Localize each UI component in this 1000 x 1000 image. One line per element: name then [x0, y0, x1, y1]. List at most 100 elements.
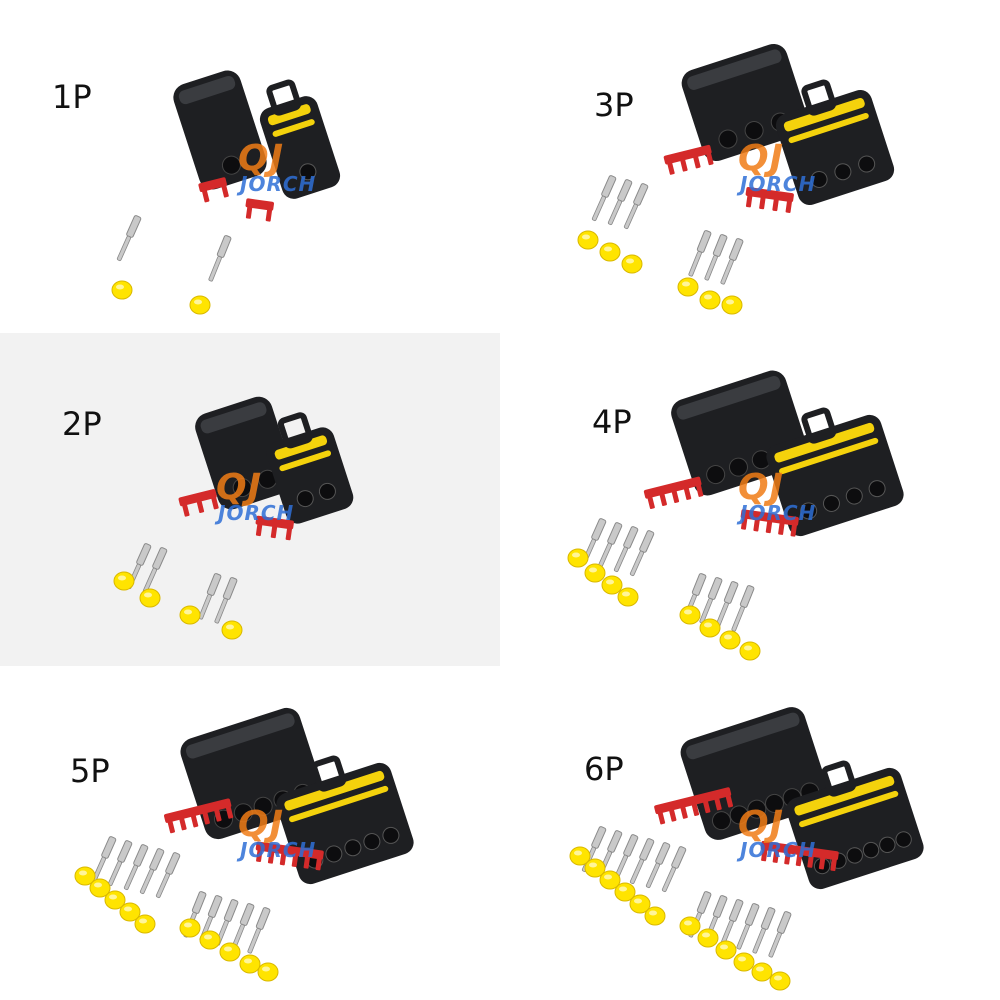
female-seal-ring [779, 437, 879, 475]
terminal-crimp [591, 518, 607, 541]
seal-cap-shine [118, 575, 126, 581]
secondary-lock-tooth [679, 804, 688, 819]
seal-cap-body [617, 587, 639, 607]
terminal-crimp [591, 826, 607, 849]
seal-cap [751, 962, 773, 982]
secondary-lock-tooth [255, 521, 263, 537]
secondary-lock-tooth [679, 157, 688, 172]
seal-cap-shine [682, 281, 690, 287]
seal-cap-body [679, 916, 701, 936]
terminal-crimp [222, 577, 238, 600]
seal-cap [139, 588, 161, 608]
female-pin-cavity [363, 833, 381, 851]
terminal-contact [597, 542, 612, 569]
terminal-crimp [712, 234, 728, 257]
secondary-lock-tooth [196, 498, 205, 513]
female-latch [311, 755, 347, 792]
secondary-lock-tooth [790, 522, 798, 537]
female-pin-cavity [834, 163, 852, 181]
female-seal-ring [267, 104, 311, 126]
terminal-pin [123, 844, 149, 891]
terminal-pin [107, 840, 133, 887]
terminal-pin [139, 848, 165, 895]
pin-count-label: 3P [594, 86, 634, 124]
secondary-lock-tooth [785, 198, 793, 213]
secondary-lock-tooth [741, 515, 748, 530]
female-seal-ring [799, 790, 899, 828]
seal-cap-shine [224, 946, 232, 952]
seal-cap [614, 882, 636, 902]
terminal-crimp [760, 907, 776, 930]
seal-cap [134, 914, 156, 934]
female-pin-cavity [862, 841, 880, 859]
secondary-lock [663, 144, 714, 175]
terminal-pin [198, 573, 222, 620]
seal-cap [679, 605, 701, 625]
terminal-pin [645, 842, 671, 889]
terminal-contact [116, 235, 131, 262]
female-pin-cavity [296, 490, 314, 508]
terminal-pin [629, 838, 655, 885]
seal-cap-body [221, 620, 243, 640]
secondary-lock-bar [643, 476, 702, 499]
seal-cap [89, 878, 111, 898]
terminal-pin [607, 179, 633, 226]
seal-cap [599, 242, 621, 262]
terminal-contact [107, 860, 122, 887]
terminal-crimp [165, 852, 181, 875]
watermark-text: JORCH [240, 838, 317, 862]
seal-cap-shine [116, 284, 124, 290]
watermark-logo: QJ [216, 467, 262, 508]
secondary-lock-tooth [659, 491, 667, 506]
panel-4p: 4P QJ JORCH [500, 333, 1000, 666]
watermark: QJ JORCH [738, 467, 816, 525]
male-pin-cavity [718, 129, 738, 149]
secondary-lock-tooth [683, 485, 692, 500]
seal-cap [584, 563, 606, 583]
terminal-crimp [223, 899, 239, 922]
seal-cap-body [139, 588, 161, 608]
seal-cap-body [189, 295, 211, 315]
female-pin-cavity [382, 826, 400, 844]
terminal-contact [704, 255, 718, 281]
secondary-lock-tooth [765, 518, 773, 534]
connector-photo [567, 370, 904, 661]
seal-cap-shine [79, 870, 87, 876]
terminal-crimp [707, 577, 723, 600]
secondary-lock-tooth [267, 849, 275, 864]
female-latch [277, 412, 313, 449]
seal-cap-shine [702, 932, 710, 938]
seal-cap-shine [124, 906, 132, 912]
secondary-lock-tooth [745, 193, 753, 208]
seal-cap-shine [684, 920, 692, 926]
seal-cap [629, 894, 651, 914]
watermark: QJ JORCH [238, 138, 316, 196]
pin-count-label: 4P [592, 403, 632, 441]
seal-cap [111, 280, 133, 300]
watermark-text: JORCH [740, 838, 817, 862]
terminal-crimp [696, 891, 712, 914]
pin-count-label: 1P [52, 78, 92, 116]
terminal-crimp [255, 907, 271, 930]
seal-cap [569, 846, 591, 866]
watermark: QJ JORCH [238, 804, 317, 862]
seal-cap-shine [204, 934, 212, 940]
watermark-logo: QJ [738, 138, 784, 179]
secondary-lock-tooth [279, 851, 287, 866]
female-pin-cavity [858, 155, 876, 173]
secondary-lock-bar [663, 144, 712, 165]
seal-cap-body [134, 914, 156, 934]
male-housing-highlight [687, 49, 782, 90]
terminal-crimp [696, 230, 712, 253]
male-pin-cavity [764, 793, 784, 813]
female-pin-cavity [299, 163, 317, 181]
seal-cap-body [733, 952, 755, 972]
male-housing-highlight [676, 376, 781, 420]
secondary-lock-tooth [181, 502, 190, 517]
secondary-lock-tooth [778, 520, 785, 535]
secondary-lock [654, 787, 734, 825]
female-seal-ring [274, 435, 328, 460]
secondary-lock-tooth [265, 207, 273, 222]
pin-count-label: 2P [62, 405, 102, 443]
